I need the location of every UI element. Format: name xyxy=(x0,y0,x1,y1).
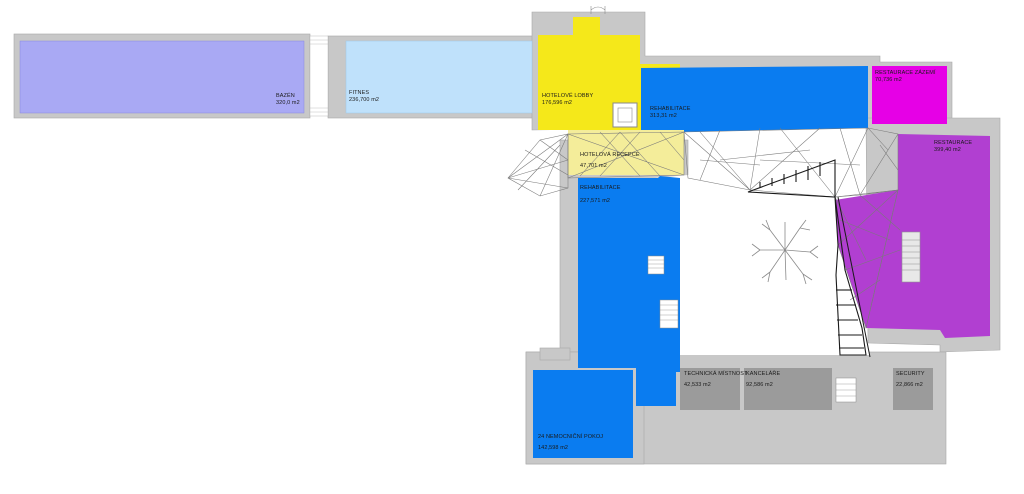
label-rehab-north-name: REHABILITACE xyxy=(650,106,691,112)
label-reception-name: HOTELOVÁ RECEPCE xyxy=(580,151,640,158)
label-rehab-west-area: 227,571 m2 xyxy=(580,198,610,204)
label-rehab-north-area: 313,31 m2 xyxy=(650,113,677,119)
label-patient-area: 142,598 m2 xyxy=(538,445,568,451)
lobby-lift-inner xyxy=(617,107,633,123)
label-security-name: SECURITY xyxy=(896,371,925,377)
stairs-south-treads xyxy=(836,383,856,397)
label-pool-name: BAZÉN xyxy=(276,92,295,99)
label-security-area: 22,866 m2 xyxy=(896,382,923,388)
label-technical-area: 42,533 m2 xyxy=(684,382,711,388)
room-reception xyxy=(568,130,684,175)
restaurant-stair-core xyxy=(901,231,921,283)
room-security xyxy=(893,368,933,410)
connector-stair-lines xyxy=(310,39,328,113)
room-pool xyxy=(19,40,305,114)
label-offices-area: 92,586 m2 xyxy=(746,382,773,388)
label-restaurant-name: RESTAURACE xyxy=(934,140,972,146)
stairs-west xyxy=(647,255,679,329)
room-rehab-north xyxy=(641,66,868,132)
label-lobby-area: 176,596 m2 xyxy=(542,100,572,106)
label-fitness-area: 236,700 m2 xyxy=(349,97,379,103)
label-offices-name: KANCELÁŘE xyxy=(746,369,780,377)
labels: BAZÉN 320,0 m2 FITNES 236,700 m2 HOTELOV… xyxy=(276,69,972,451)
label-reception-area: 47,701 m2 xyxy=(580,163,607,169)
label-technical-name: TECHNICKÁ MÍSTNOST xyxy=(684,370,748,377)
lobby-lift-box xyxy=(612,102,638,128)
restaurant-stair-treads xyxy=(902,239,920,271)
room-rehab-west xyxy=(578,176,680,406)
room-technical xyxy=(680,368,740,410)
room-patient xyxy=(533,370,633,458)
structural-stair-north xyxy=(747,159,836,198)
connector-corridor xyxy=(309,35,329,117)
room-offices xyxy=(744,368,832,410)
label-restaurant-staff-area: 70,736 m2 xyxy=(875,77,902,83)
courtyard-edge xyxy=(837,196,871,358)
stairs-west-treads xyxy=(648,259,678,321)
room-restaurant-staff xyxy=(872,66,947,124)
label-pool-area: 320,0 m2 xyxy=(276,100,300,106)
label-restaurant-area: 399,40 m2 xyxy=(934,147,961,153)
label-rehab-west-name: REHABILITACE xyxy=(580,185,621,191)
entrance-door-icon xyxy=(590,6,606,14)
tree-icon xyxy=(751,219,819,285)
courtyard xyxy=(655,175,870,355)
label-lobby-name: HOTELOVÉ LOBBY xyxy=(542,92,593,99)
room-fitness xyxy=(345,40,533,114)
structural-stair-east xyxy=(834,196,867,356)
label-patient-name: 24 NEMOCNIČNÍ POKOJ xyxy=(538,433,603,440)
label-fitness-name: FITNES xyxy=(349,90,369,96)
label-restaurant-staff-name: RESTAURACE ZÁZEMÍ xyxy=(875,69,936,76)
